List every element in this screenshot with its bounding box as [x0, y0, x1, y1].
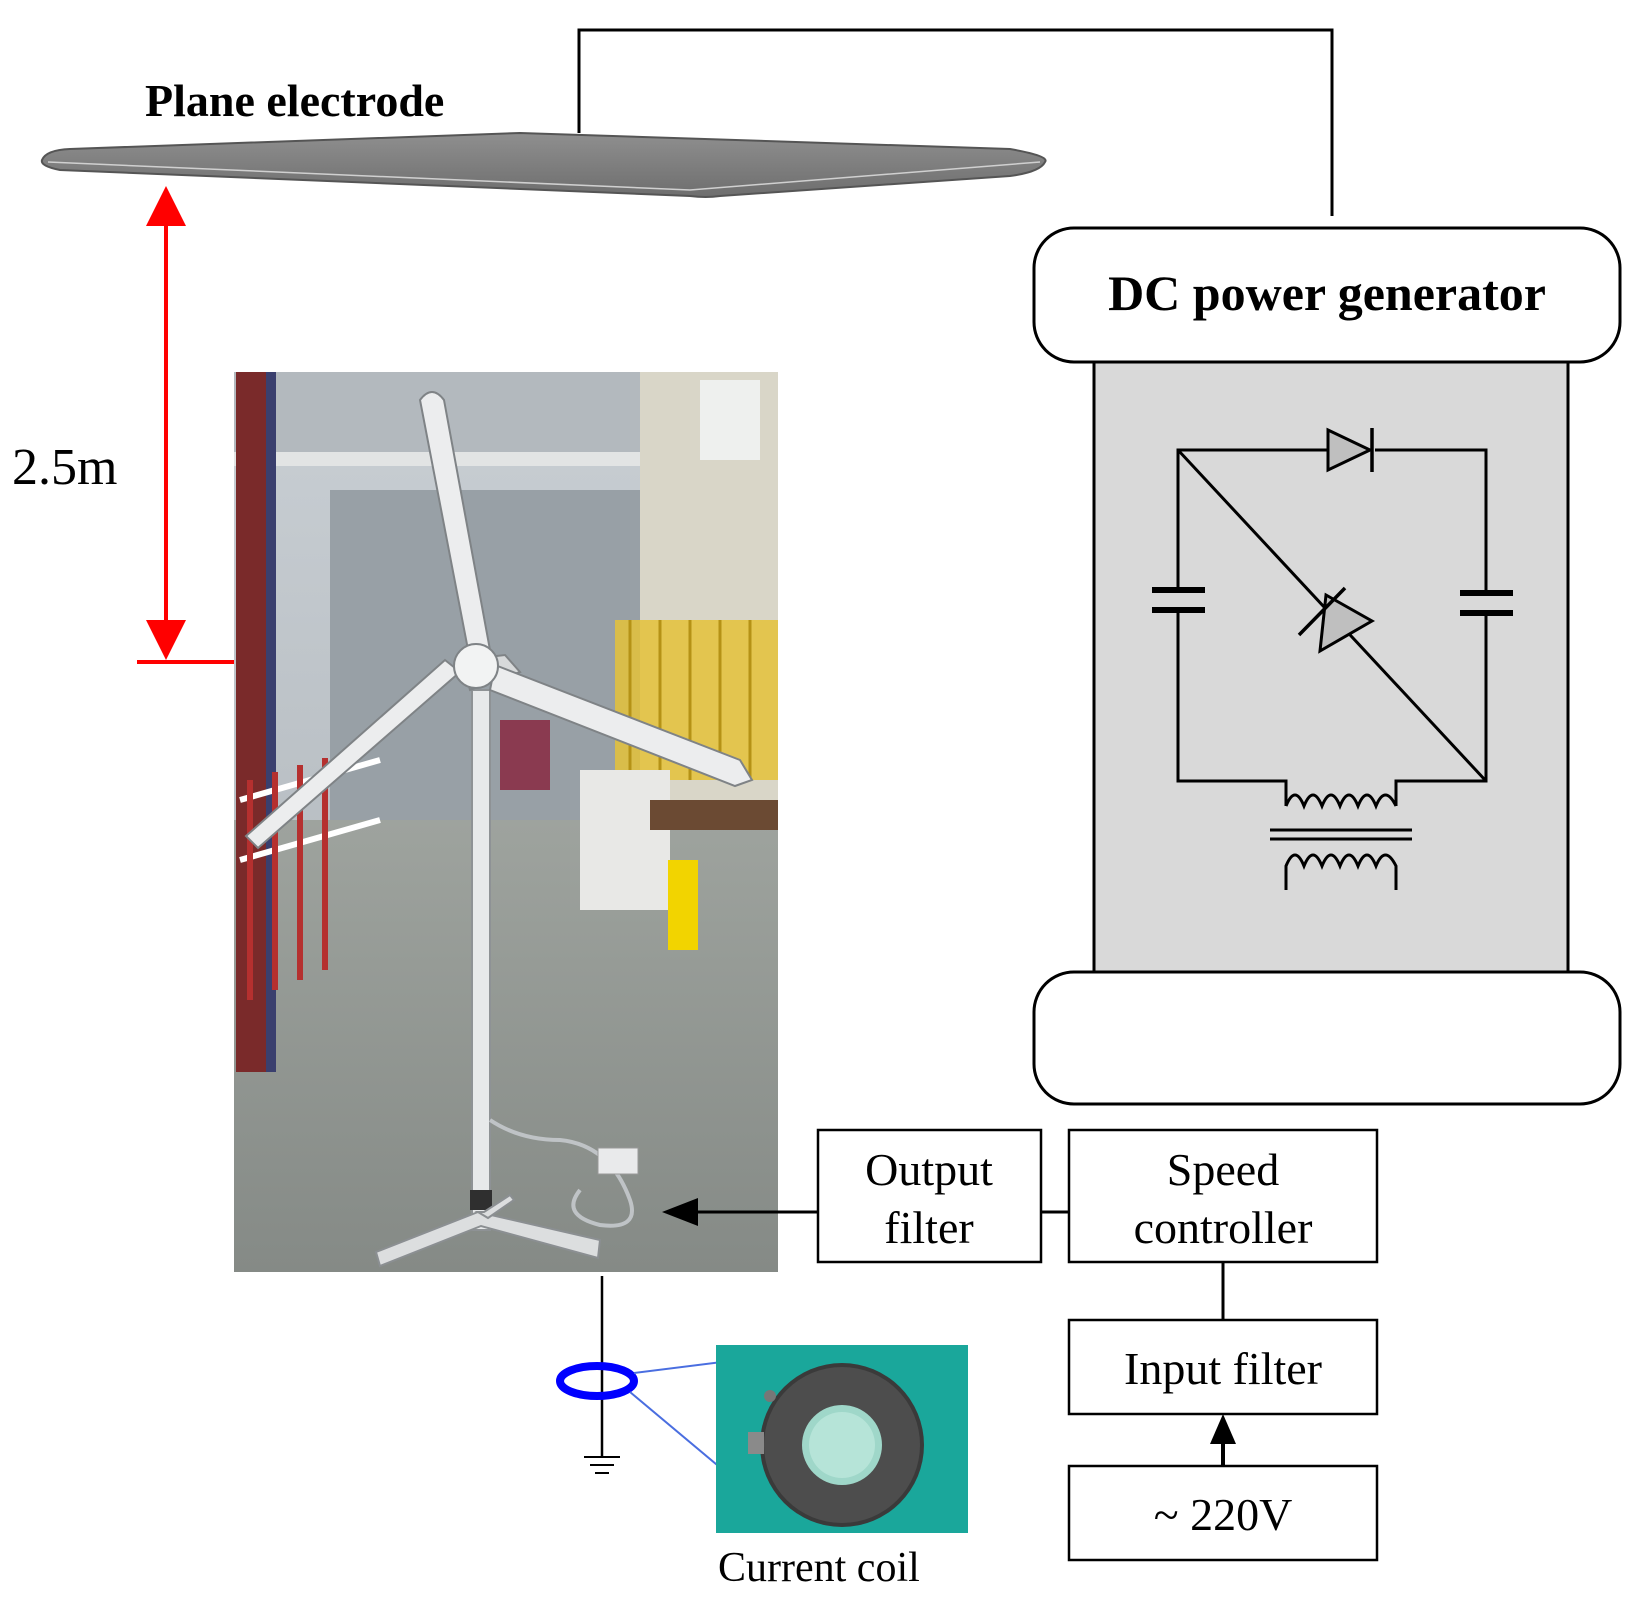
dc-generator [1032, 226, 1622, 1106]
distance-label: 2.5m [12, 439, 117, 496]
top-diode-icon [1326, 427, 1374, 473]
current-coil-label: Current coil [718, 1545, 920, 1591]
ground-icon [584, 1456, 620, 1474]
transformer-icon [1270, 793, 1412, 890]
diagonal-diode-icon [1297, 586, 1376, 654]
input-filter-label: Input filter [1124, 1343, 1322, 1394]
input-filter-box [1067, 1318, 1379, 1416]
hv-wire [577, 28, 1334, 216]
plane-electrode [40, 131, 1047, 198]
output-filter-box [816, 1128, 1043, 1264]
wind-turbine-photo [234, 372, 778, 1272]
left-capacitor-icon [1152, 587, 1205, 613]
output-filter-label-line2: filter [884, 1202, 973, 1253]
output-arrowhead-icon [662, 1198, 698, 1226]
speed-controller-label-line2: controller [1134, 1202, 1313, 1253]
supply-box [1067, 1464, 1379, 1562]
coil-ring-icon [556, 1362, 638, 1400]
current-coil-photo [716, 1345, 968, 1533]
speed-controller-box [1067, 1128, 1379, 1264]
dc-generator-label: DC power generator [1108, 265, 1546, 321]
supply-arrowhead-icon [1210, 1414, 1236, 1444]
speed-controller-label-line1: Speed [1167, 1144, 1279, 1195]
right-capacitor-icon [1460, 590, 1513, 616]
supply-label: ~ 220V [1154, 1489, 1293, 1540]
plane-electrode-label: Plane electrode [145, 75, 444, 126]
output-filter-label-line1: Output [865, 1144, 993, 1195]
